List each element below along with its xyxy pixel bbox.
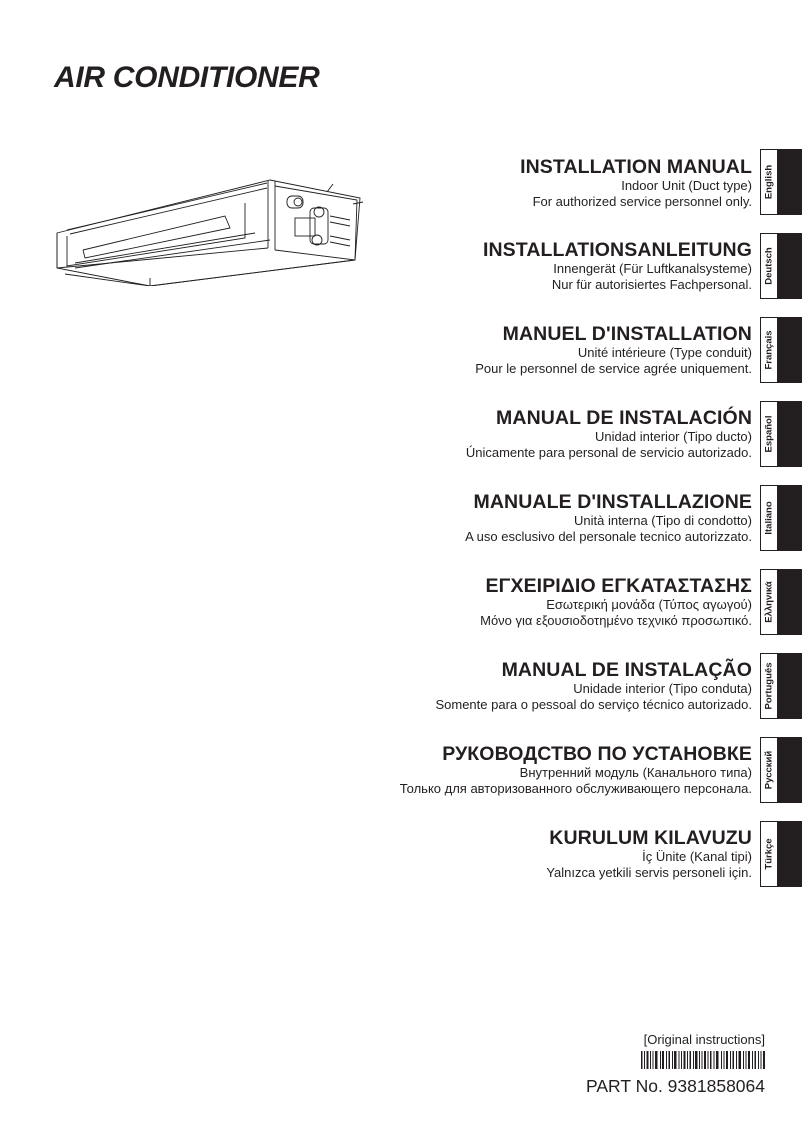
original-instructions-label: [Original instructions]: [643, 1032, 765, 1047]
section-title: MANUALE D'INSTALLAZIONE: [473, 491, 752, 513]
language-tab-label: Türkçe: [763, 838, 775, 870]
section-subtitle: Innengerät (Für Luftkanalsysteme): [553, 261, 752, 276]
language-tab-deutsch[interactable]: Deutsch: [760, 233, 802, 299]
language-tab-label: Português: [763, 662, 775, 710]
section-espanol: MANUAL DE INSTALACIÓN Unidad interior (T…: [466, 407, 752, 461]
section-note: Pour le personnel de service agrée uniqu…: [475, 361, 752, 376]
section-subtitle: Unidade interior (Tipo conduta): [573, 681, 752, 696]
section-note: Μόνο για εξουσιοδοτημένο τεχνικό προσωπι…: [480, 613, 752, 628]
language-tab-english[interactable]: English: [760, 149, 802, 215]
barcode-icon: [641, 1051, 765, 1069]
section-italiano: MANUALE D'INSTALLAZIONE Unità interna (T…: [465, 491, 752, 545]
language-tab-turkce[interactable]: Türkçe: [760, 821, 802, 887]
section-english: INSTALLATION MANUAL Indoor Unit (Duct ty…: [520, 156, 752, 210]
section-portugues: MANUAL DE INSTALAÇÃO Unidade interior (T…: [435, 659, 752, 713]
section-note: Только для авторизованного обслуживающег…: [399, 781, 752, 796]
section-subtitle: Unità interna (Tipo di condotto): [573, 513, 752, 528]
language-tab-label: Italiano: [763, 501, 775, 535]
section-subtitle: Внутренний модуль (Канального типа): [519, 765, 752, 780]
section-title: MANUAL DE INSTALACIÓN: [496, 407, 752, 429]
section-title: ΕΓΧΕΙΡΙΔΙΟ ΕΓΚΑΤΑΣΤΑΣΗΣ: [485, 575, 752, 597]
section-greek: ΕΓΧΕΙΡΙΔΙΟ ΕΓΚΑΤΑΣΤΑΣΗΣ Εσωτερική μονάδα…: [480, 575, 752, 629]
language-tab-italiano[interactable]: Italiano: [760, 485, 802, 551]
section-title: INSTALLATIONSANLEITUNG: [482, 239, 752, 261]
footer: [Original instructions] PART No. 9381858…: [586, 1032, 765, 1097]
section-title: INSTALLATION MANUAL: [520, 156, 752, 178]
section-subtitle: Indoor Unit (Duct type): [621, 178, 752, 193]
section-deutsch: INSTALLATIONSANLEITUNG Innengerät (Für L…: [483, 239, 752, 293]
section-title: MANUAL DE INSTALAÇÃO: [501, 659, 752, 681]
language-tab-espanol[interactable]: Español: [760, 401, 802, 467]
section-subtitle: Unité intérieure (Type conduit): [577, 345, 752, 360]
section-subtitle: Unidad interior (Tipo ducto): [594, 429, 752, 444]
language-tab-label: English: [763, 164, 775, 200]
section-note: Yalnızca yetkili servis personeli için.: [546, 865, 752, 880]
section-title: РУКОВОДСТВО ПО УСТАНОВКЕ: [442, 743, 752, 765]
language-tab-greek[interactable]: Ελληνικά: [760, 569, 802, 635]
language-tab-label: Français: [763, 330, 775, 370]
section-subtitle: Εσωτερική μονάδα (Τύπος αγωγού): [546, 597, 752, 612]
language-tab-russian[interactable]: Русский: [760, 737, 802, 803]
section-francais: MANUEL D'INSTALLATION Unité intérieure (…: [475, 323, 752, 377]
section-note: Nur für autorisiertes Fachpersonal.: [551, 277, 752, 292]
language-tab-label: Ελληνικά: [763, 581, 775, 623]
language-tab-label: Русский: [763, 750, 775, 790]
document-title: AIR CONDITIONER: [54, 61, 320, 94]
section-note: Somente para o pessoal do serviço técnic…: [435, 697, 752, 712]
section-title: KURULUM KILAVUZU: [549, 827, 752, 849]
language-tab-label: Deutsch: [763, 247, 775, 285]
section-note: Únicamente para personal de servicio aut…: [465, 445, 752, 460]
section-title: MANUEL D'INSTALLATION: [502, 323, 752, 345]
section-russian: РУКОВОДСТВО ПО УСТАНОВКЕ Внутренний моду…: [400, 743, 752, 797]
language-tab-portugues[interactable]: Português: [760, 653, 802, 719]
section-subtitle: İç Ünite (Kanal tipi): [642, 849, 752, 864]
section-note: For authorized service personnel only.: [532, 194, 752, 209]
language-tab-francais[interactable]: Français: [760, 317, 802, 383]
indoor-unit-illustration: [56, 179, 364, 286]
section-note: A uso esclusivo del personale tecnico au…: [465, 529, 752, 544]
language-tab-label: Español: [763, 415, 775, 453]
section-turkce: KURULUM KILAVUZU İç Ünite (Kanal tipi) Y…: [546, 827, 752, 881]
part-number: PART No. 9381858064: [585, 1076, 765, 1096]
